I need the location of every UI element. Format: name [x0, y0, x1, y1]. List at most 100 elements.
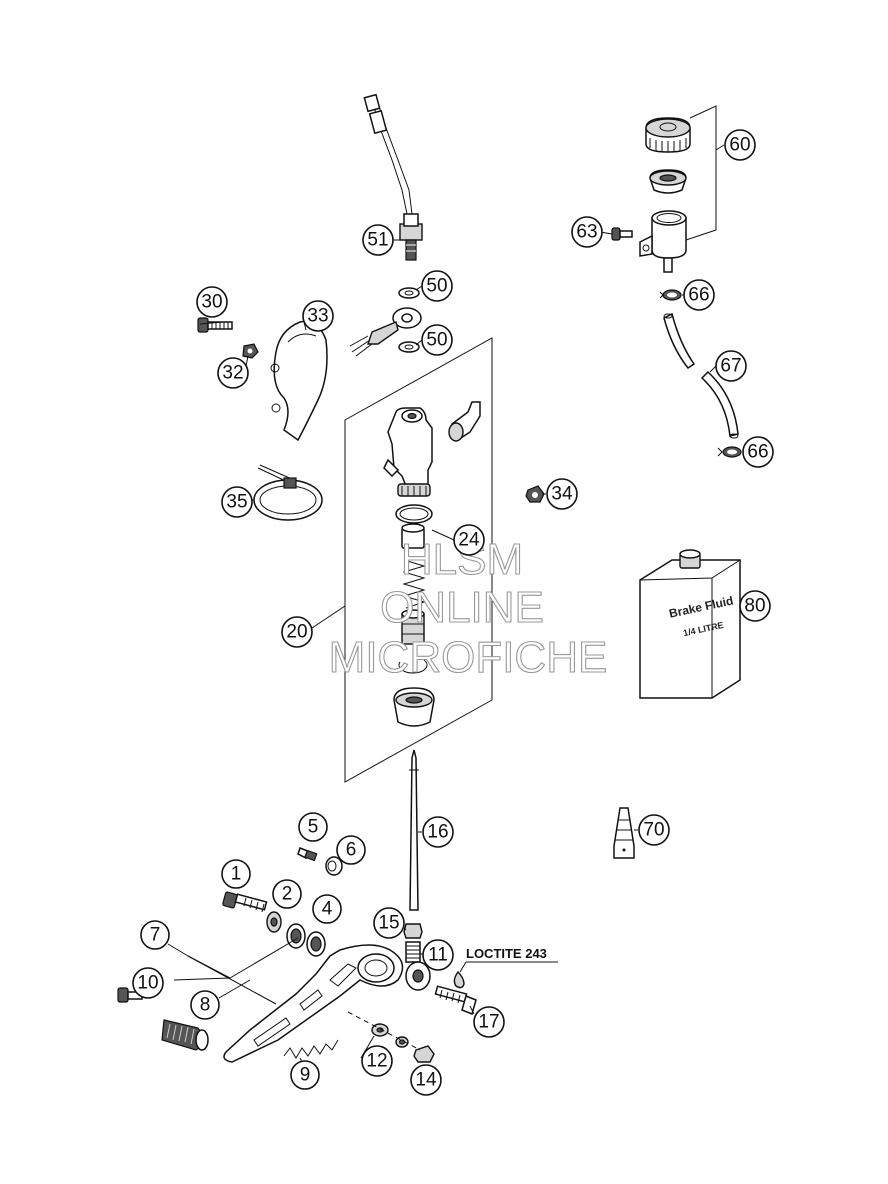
- callout-label: 50: [426, 330, 447, 351]
- washer-2: [266, 911, 282, 933]
- cable-tie: [253, 464, 323, 521]
- callout-32: 32: [217, 357, 249, 389]
- callout-17: 17: [473, 1006, 505, 1038]
- loctite-note: LOCTITE 243: [466, 946, 547, 961]
- copper-washers: [398, 287, 420, 353]
- callout-label: 30: [201, 292, 222, 313]
- callout-label: 15: [378, 913, 399, 934]
- callout-67: 67: [715, 350, 747, 382]
- callout-63: 63: [571, 216, 603, 248]
- callout-label: 1: [231, 864, 242, 885]
- pivot-bolt-1: [222, 891, 268, 913]
- callout-label: 10: [137, 973, 158, 994]
- grease-tube: [613, 807, 635, 859]
- callout-60: 60: [724, 129, 756, 161]
- callout-label: 66: [747, 442, 768, 463]
- reservoir-screw: [611, 227, 633, 241]
- callout-9: 9: [290, 1060, 320, 1090]
- callout-11: 11: [422, 939, 454, 971]
- callout-35: 35: [221, 486, 253, 518]
- circlip: [398, 659, 428, 674]
- bolt-17: [434, 985, 477, 1016]
- bearing-4b: [306, 931, 326, 957]
- callout-5: 5: [298, 812, 328, 842]
- elbow-fitting: [448, 401, 481, 442]
- watermark: HLSM ONLINE MICROFICHE: [328, 534, 608, 682]
- callout-label: 35: [226, 492, 247, 513]
- callout-10: 10: [132, 967, 164, 999]
- footpeg-rubber: [161, 1019, 209, 1051]
- callout-label: 4: [322, 899, 333, 920]
- callout-label: 66: [688, 285, 709, 306]
- banjo-fitting: [349, 307, 422, 357]
- callout-16: 16: [422, 816, 454, 848]
- callout-label: 20: [286, 622, 307, 643]
- nut-32: [242, 343, 259, 359]
- callout-label: 17: [478, 1012, 499, 1033]
- reservoir-cap: [645, 117, 691, 153]
- callout-8: 8: [190, 990, 220, 1020]
- callout-80: 80: [739, 590, 771, 622]
- heel-guard: [270, 320, 328, 442]
- callout-7: 7: [140, 920, 170, 950]
- reservoir-body: [639, 210, 687, 273]
- callout-66-lower: 66: [742, 436, 774, 468]
- push-rod: [409, 749, 419, 911]
- dust-boot: [393, 687, 435, 727]
- grease-nipple-5: [297, 847, 318, 862]
- callout-30: 30: [196, 286, 228, 318]
- bushing-6: [325, 856, 343, 876]
- watermark-line-2: ONLINE: [380, 583, 544, 632]
- hose-clamp-upper: [659, 289, 682, 301]
- callout-66-upper: 66: [683, 279, 715, 311]
- callout-label: 51: [367, 230, 388, 251]
- o-ring-upper: [395, 504, 433, 524]
- callout-50-upper: 50: [421, 270, 453, 302]
- callout-label: 60: [729, 135, 750, 156]
- callout-label: 70: [643, 820, 664, 841]
- callout-4: 4: [312, 894, 342, 924]
- return-spring-9: [283, 1039, 339, 1059]
- reservoir-diaphragm: [649, 169, 687, 194]
- reservoir-bracket-line: [685, 105, 717, 241]
- callout-label: 5: [308, 817, 319, 838]
- bearing-4a: [286, 923, 306, 949]
- callout-70: 70: [638, 814, 670, 846]
- lock-nut-15: [403, 923, 423, 939]
- callout-label: 80: [744, 596, 765, 617]
- piston: [401, 609, 425, 645]
- clevis-11: [405, 941, 431, 991]
- callout-33: 33: [302, 300, 334, 332]
- piston-sleeve: [401, 523, 425, 549]
- return-spring: [402, 559, 426, 609]
- callout-20: 20: [281, 616, 313, 648]
- callout-label: 8: [200, 995, 211, 1016]
- callout-label: 50: [426, 276, 447, 297]
- brake-light-switch: [363, 93, 423, 261]
- callout-label: 6: [346, 840, 357, 861]
- callout-label: 2: [282, 884, 293, 905]
- washer-13: [395, 1036, 409, 1048]
- callout-6: 6: [336, 835, 366, 865]
- callout-34: 34: [546, 478, 578, 510]
- foot-brake-lever: [223, 944, 404, 1063]
- watermark-line-3: MICROFICHE: [329, 633, 608, 682]
- master-cylinder-kit-frame: [344, 337, 493, 783]
- bolt-30: [197, 317, 233, 333]
- callout-label: 24: [458, 530, 480, 551]
- master-cylinder: [383, 407, 433, 497]
- callout-label: 9: [300, 1065, 311, 1086]
- callout-label: 7: [150, 925, 161, 946]
- callout-2: 2: [272, 879, 302, 909]
- callout-label: 33: [307, 306, 328, 327]
- callout-label: 14: [415, 1070, 437, 1091]
- callout-12: 12: [361, 1045, 393, 1077]
- brake-hose: [663, 312, 739, 439]
- callout-50-lower: 50: [421, 324, 453, 356]
- callout-label: 12: [366, 1051, 387, 1072]
- callout-15: 15: [373, 907, 405, 939]
- nut-34: [525, 485, 545, 503]
- callout-label: 63: [576, 222, 597, 243]
